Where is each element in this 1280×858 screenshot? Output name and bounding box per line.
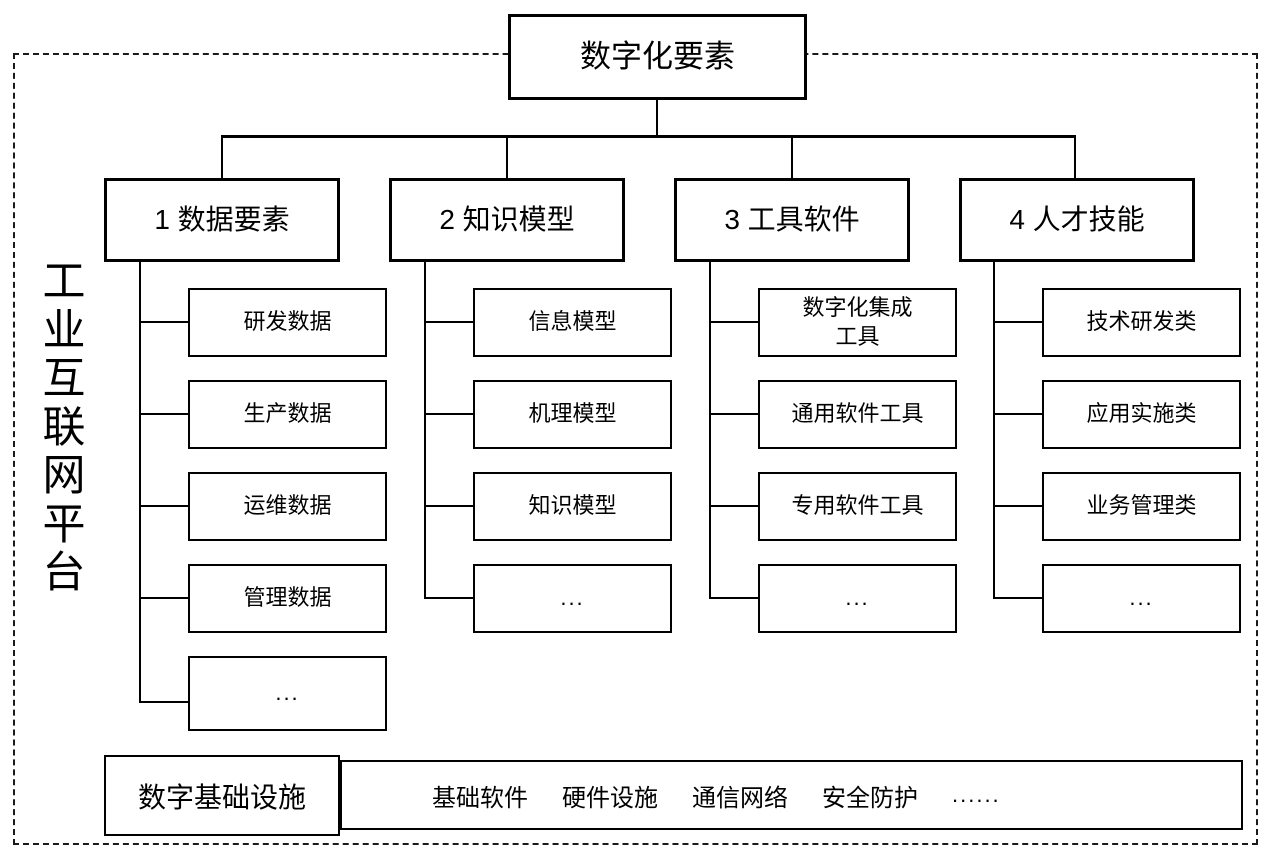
- connector-stub-1-2: [139, 413, 190, 416]
- platform-label-char-6: 平: [42, 500, 86, 549]
- leaf-label-2-1: 信息模型: [528, 309, 617, 335]
- leaf-label-4-4: ...: [1129, 585, 1154, 611]
- platform-vertical-label: 工 业 互 联 网 平 台: [33, 258, 95, 598]
- category-label-4: 4 人才技能: [1009, 203, 1145, 235]
- connector-stub-2-4: [424, 597, 475, 600]
- leaf-label-4-1: 技术研发类: [1086, 309, 1197, 335]
- category-label-3: 3 工具软件: [724, 203, 860, 235]
- connector-stub-3-1: [709, 321, 760, 324]
- leaf-label-1-1: 研发数据: [243, 309, 332, 335]
- infrastructure-label-box[interactable]: 数字基础设施: [104, 755, 340, 836]
- platform-label-char-7: 台: [42, 549, 86, 598]
- leaf-node-tech-rd-category[interactable]: 技术研发类: [1042, 288, 1241, 357]
- connector-stub-1-1: [139, 321, 190, 324]
- root-node-digital-elements[interactable]: 数字化要素: [508, 14, 807, 100]
- leaf-label-2-2: 机理模型: [528, 401, 617, 427]
- leaf-node-management-data[interactable]: 管理数据: [188, 564, 387, 633]
- connector-stub-4-2: [993, 413, 1044, 416]
- leaf-node-rd-data[interactable]: 研发数据: [188, 288, 387, 357]
- leaf-label-1-5: ...: [275, 680, 300, 706]
- category-label-1: 1 数据要素: [154, 203, 290, 235]
- infrastructure-item-hardware-facilities[interactable]: 硬件设施: [562, 784, 658, 812]
- leaf-node-om-data[interactable]: 运维数据: [188, 472, 387, 541]
- leaf-node-business-management-category[interactable]: 业务管理类: [1042, 472, 1241, 541]
- leaf-label-1-4: 管理数据: [243, 585, 332, 611]
- connector-root-stem: [656, 100, 659, 137]
- platform-label-char-3: 互: [42, 355, 86, 404]
- connector-stub-3-4: [709, 597, 760, 600]
- leaf-label-2-4: ...: [560, 585, 585, 611]
- infrastructure-label-text: 数字基础设施: [137, 781, 306, 813]
- leaf-node-general-software-tool[interactable]: 通用软件工具: [758, 380, 957, 449]
- infrastructure-bar[interactable]: 基础软件 硬件设施 通信网络 安全防护 ......: [340, 760, 1243, 830]
- leaf-label-4-2: 应用实施类: [1086, 401, 1197, 427]
- connector-stub-4-3: [993, 505, 1044, 508]
- connector-stub-3-2: [709, 413, 760, 416]
- platform-label-char-5: 网: [42, 452, 86, 501]
- connector-stub-1-3: [139, 505, 190, 508]
- connector-stub-1-5: [139, 701, 190, 704]
- category-label-2: 2 知识模型: [439, 203, 575, 235]
- category-node-knowledge-models[interactable]: 2 知识模型: [389, 178, 625, 262]
- leaf-label-4-3: 业务管理类: [1086, 493, 1197, 519]
- connector-stub-4-1: [993, 321, 1044, 324]
- connector-trunk-category-3: [709, 262, 712, 599]
- platform-label-char-1: 工: [42, 258, 86, 306]
- connector-category-bus: [222, 135, 1076, 138]
- leaf-node-knowledge-model[interactable]: 知识模型: [473, 472, 672, 541]
- connector-stub-2-3: [424, 505, 475, 508]
- root-node-label: 数字化要素: [580, 39, 735, 75]
- connector-stub-1-4: [139, 597, 190, 600]
- infrastructure-item-list: 基础软件 硬件设施 通信网络 安全防护 ......: [432, 778, 1001, 813]
- connector-trunk-category-2: [424, 262, 427, 599]
- platform-label-char-4: 联: [42, 403, 86, 452]
- leaf-label-2-3: 知识模型: [528, 493, 617, 519]
- infrastructure-item-more[interactable]: ......: [952, 782, 1001, 807]
- leaf-label-3-3: 专用软件工具: [791, 493, 924, 519]
- leaf-label-3-4: ...: [845, 585, 870, 611]
- leaf-node-models-more[interactable]: ...: [473, 564, 672, 633]
- connector-drop-category-4: [1074, 135, 1077, 179]
- connector-stub-2-1: [424, 321, 475, 324]
- leaf-node-skills-more[interactable]: ...: [1042, 564, 1241, 633]
- connector-stub-2-2: [424, 413, 475, 416]
- leaf-label-3-1-line2: 工具: [835, 323, 880, 349]
- leaf-node-digital-integration-tool[interactable]: 数字化集成 工具: [758, 288, 957, 357]
- leaf-label-3-2: 通用软件工具: [791, 401, 924, 427]
- leaf-label-3-1-line1: 数字化集成: [802, 295, 913, 321]
- category-node-talent-skills[interactable]: 4 人才技能: [959, 178, 1195, 262]
- connector-stub-3-3: [709, 505, 760, 508]
- connector-trunk-category-4: [993, 262, 996, 599]
- category-node-tool-software[interactable]: 3 工具软件: [674, 178, 910, 262]
- leaf-label-3-1: 数字化集成 工具: [802, 294, 912, 350]
- infrastructure-item-basic-software[interactable]: 基础软件: [432, 784, 528, 812]
- leaf-node-mechanism-model[interactable]: 机理模型: [473, 380, 672, 449]
- connector-drop-category-2: [506, 135, 509, 179]
- leaf-node-application-implementation-category[interactable]: 应用实施类: [1042, 380, 1241, 449]
- category-node-data-elements[interactable]: 1 数据要素: [104, 178, 340, 262]
- connector-stub-4-4: [993, 597, 1044, 600]
- leaf-node-information-model[interactable]: 信息模型: [473, 288, 672, 357]
- infrastructure-item-communication-network[interactable]: 通信网络: [692, 784, 788, 812]
- connector-drop-category-3: [791, 135, 794, 179]
- leaf-node-dedicated-software-tool[interactable]: 专用软件工具: [758, 472, 957, 541]
- infrastructure-item-security-protection[interactable]: 安全防护: [822, 784, 918, 812]
- leaf-label-1-2: 生产数据: [243, 401, 332, 427]
- leaf-node-production-data[interactable]: 生产数据: [188, 380, 387, 449]
- platform-label-char-2: 业: [42, 306, 86, 355]
- leaf-label-1-3: 运维数据: [243, 493, 332, 519]
- leaf-node-tools-more[interactable]: ...: [758, 564, 957, 633]
- connector-drop-category-1: [221, 135, 224, 179]
- leaf-node-data-more[interactable]: ...: [188, 656, 387, 731]
- connector-trunk-category-1: [139, 262, 142, 703]
